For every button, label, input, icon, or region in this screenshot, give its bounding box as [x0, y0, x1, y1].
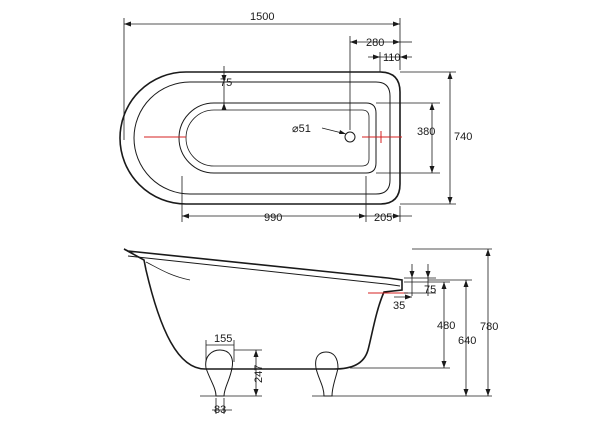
waste-diameter-label: ⌀51 — [292, 123, 311, 135]
rim-width-label: 75 — [220, 77, 232, 89]
tub-basin-inner-outline — [185, 109, 370, 167]
foot-base-label: 83 — [214, 404, 226, 416]
tub-basin-curve — [145, 261, 191, 281]
inner-length-label: 990 — [264, 212, 282, 224]
right-foot — [315, 351, 339, 397]
tub-outer-outline — [119, 71, 401, 205]
lip-label: 35 — [393, 300, 405, 312]
inner-width-label: 380 — [417, 126, 435, 138]
tub-rim-outline — [133, 81, 391, 195]
left-foot — [205, 349, 233, 397]
rim-height-label: 640 — [458, 335, 476, 347]
tub-rim-line — [127, 255, 401, 287]
outlet-offset-label: 280 — [366, 37, 384, 49]
overall-length-label: 1500 — [250, 11, 274, 23]
elevation-view: 155 247 83 75 35 480 — [123, 248, 498, 416]
overall-width-label: 740 — [454, 131, 472, 143]
end-rim-label: 205 — [374, 212, 392, 224]
foot-width-label: 155 — [214, 333, 232, 345]
tub-basin-outline — [178, 102, 377, 174]
inner-depth-label: 480 — [437, 320, 455, 332]
rim-thickness-label: 75 — [424, 284, 436, 296]
plan-view: ⌀51 1500 280 110 75 380 — [119, 11, 472, 224]
end-offset-label: 110 — [383, 52, 401, 64]
waste-outlet — [344, 131, 356, 143]
foot-height-label: 247 — [253, 365, 265, 383]
tub-body-outline — [123, 248, 403, 370]
overall-height-label: 780 — [480, 321, 498, 333]
